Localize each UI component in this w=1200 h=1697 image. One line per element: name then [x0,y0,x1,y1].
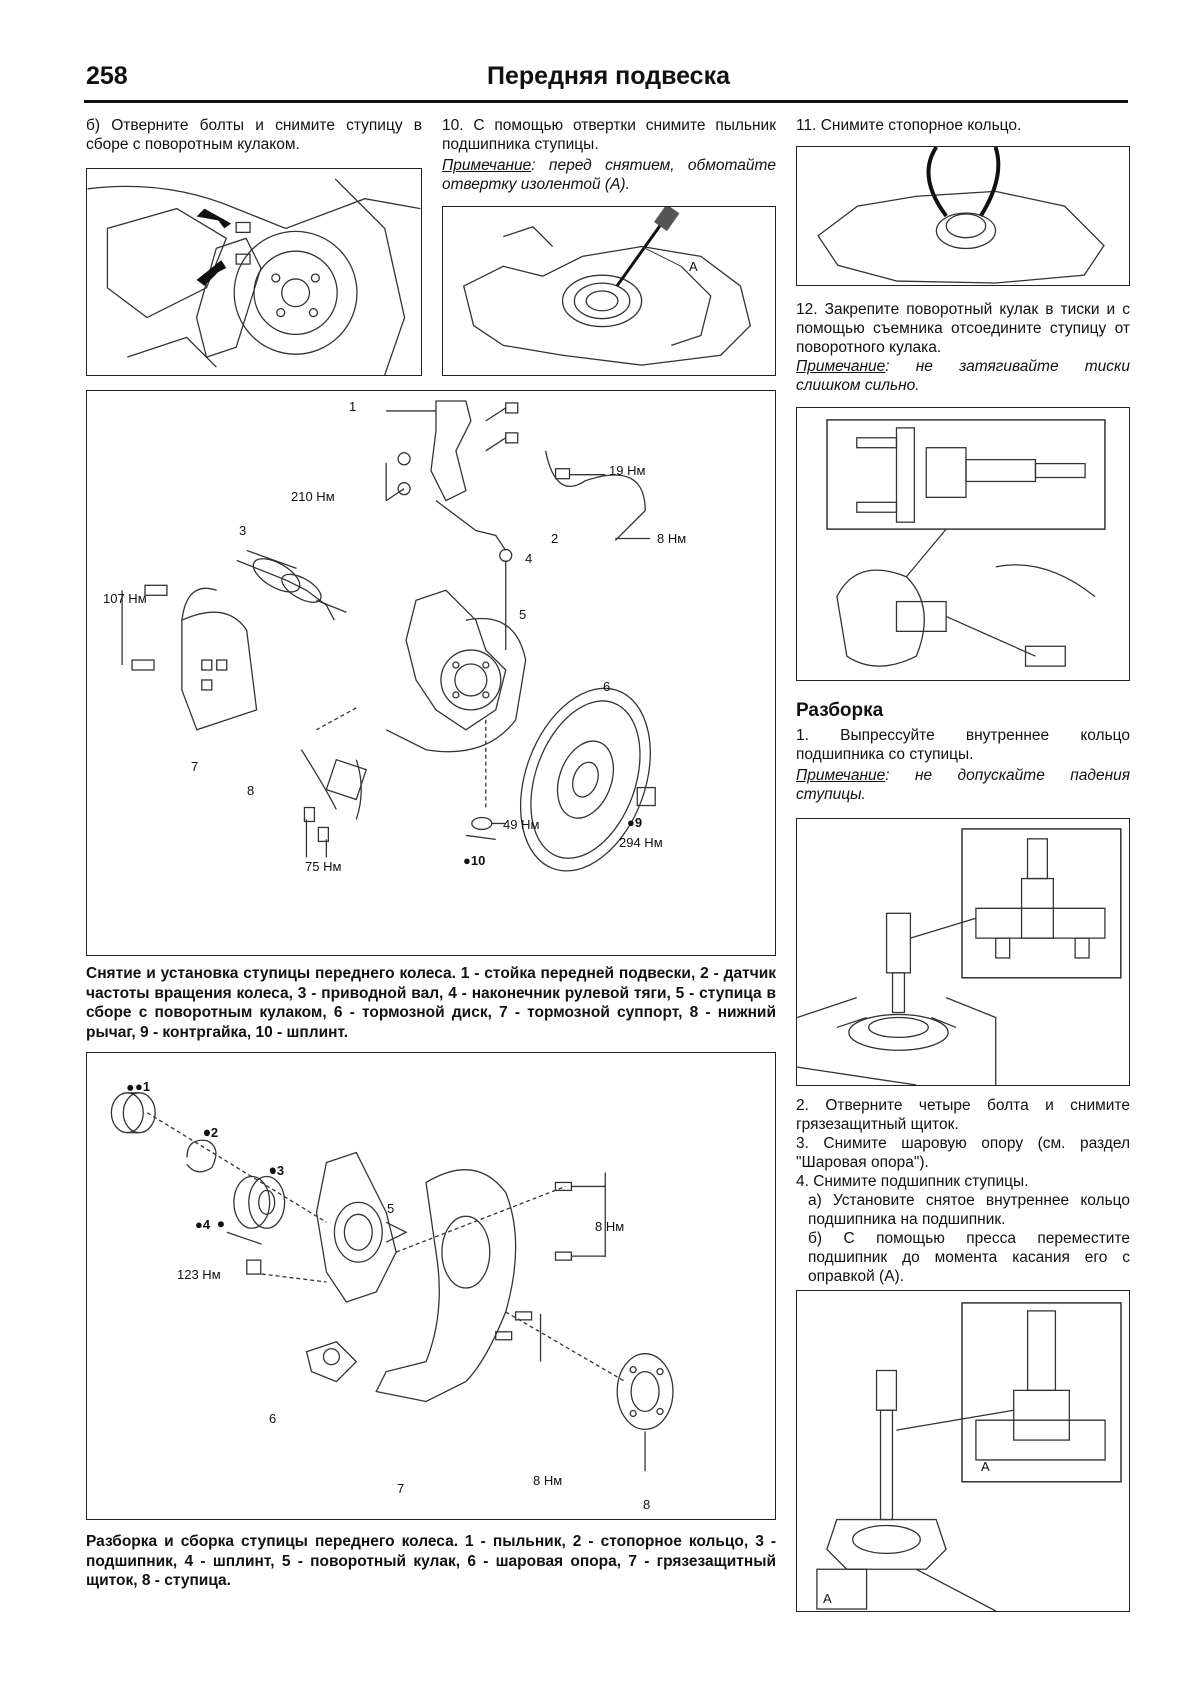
press-bearing-illustration [816,1302,1122,1611]
callout-6: 6 [603,679,611,694]
callout-5: 5 [519,607,527,622]
torque-8: 8 Нм [657,531,687,546]
callout-6: 6 [269,1411,277,1426]
figure-snap-ring [796,146,1130,286]
disassembly-step-4b: б) С помощью пресса переместите подшипни… [808,1230,1130,1285]
callout-7: 7 [191,759,199,774]
callout-8: 8 [643,1497,651,1512]
callout-9: ●9 [627,815,643,830]
hub-disassembly-exploded-view [110,1084,674,1472]
torque-75: 75 Нм [305,859,342,874]
callout-5: 5 [387,1201,395,1216]
figure-puller [796,407,1130,681]
callout-4: 4 [525,551,533,566]
callout-4: ●4 [195,1217,211,1232]
note-label: Примечание [442,157,532,174]
label-a: A [689,259,698,274]
disassembly-step-2: 2. Отверните четыре болта и снимите гряз… [796,1097,1130,1133]
torque-8-bottom: 8 Нм [533,1473,563,1488]
press-inner-ring-illustration [797,828,1122,1085]
figure-hub-bolts [86,168,422,376]
seal-removal-illustration [462,207,752,366]
hub-removal-exploded-view [121,400,656,872]
note-label: Примечание [796,767,886,784]
callout-3: ●3 [269,1163,285,1178]
diagram-2-caption: Разборка и сборка ступицы переднего коле… [86,1533,776,1589]
diagram-hub-removal: 1 210 Нм 19 Нм 2 8 Нм 3 4 107 Нм 5 6 7 8… [86,390,776,956]
torque-107: 107 Нм [103,591,147,606]
figure-seal-removal: A [442,206,776,376]
hub-bolts-illustration [87,178,421,375]
disassembly-step-4: 4. Снимите подшипник ступицы. [796,1173,1029,1190]
note-text: : перед снятием, обмотайте отвертку изол… [442,157,776,193]
torque-49: 49 Нм [503,817,540,832]
callout-3: 3 [239,523,247,538]
figure-press-inner-ring [796,818,1130,1086]
torque-19: 19 Нм [609,463,646,478]
callout-2: ●2 [203,1125,219,1140]
puller-illustration [826,419,1106,667]
disassembly-steps-2-4: 2. Отверните четыре болта и снимите гряз… [796,1096,1130,1286]
label-a-2: A [823,1591,832,1606]
disassembly-step-4a: а) Установите снятое внутреннее кольцо п… [808,1192,1130,1228]
step-10-text: 10. С помощью отвертки снимите пыльник п… [442,117,776,153]
disassembly-step-1: 1. Выпрессуйте внутреннее кольцо подшипн… [796,727,1130,763]
page-number: 258 [86,62,128,90]
step-b-text: б) Отверните болты и снимите ступицу в с… [86,117,422,153]
diagram-hub-disassembly: ●1 ●2 ●3 5 ●4 8 Нм 123 Нм 6 8 Нм 7 8 [86,1052,776,1520]
step-11-text: 11. Снимите стопорное кольцо. [796,117,1022,134]
header-rule [84,100,1128,103]
callout-8: 8 [247,783,255,798]
callout-7: 7 [397,1481,405,1496]
step-12-text: 12. Закрепите поворотный кулак в тиски и… [796,301,1130,356]
disassembly-step-1-note: Примечание: не допускайте падения ступиц… [796,766,1130,804]
disassembly-heading: Разборка [796,700,884,721]
torque-123: 123 Нм [177,1267,221,1282]
step-12-note: Примечание: не затягивайте тиски слишком… [796,357,1130,395]
diagram-1-caption: Снятие и установка ступицы переднего кол… [86,965,776,1041]
note-text: : не допускайте падения ступицы. [796,767,1130,803]
torque-294: 294 Нм [619,835,663,850]
note-text: : не затягивайте тиски слишком сильно. [796,358,1130,394]
callout-1: ●1 [135,1079,151,1094]
disassembly-step-3: 3. Снимите шаровую опору (см. раздел "Ша… [796,1135,1130,1171]
note-label: Примечание [796,358,886,375]
torque-210: 210 Нм [291,489,335,504]
callout-10: ●10 [463,853,486,868]
callout-2: 2 [551,531,559,546]
snap-ring-illustration [817,147,1105,284]
label-a-1: A [981,1459,990,1474]
torque-8-top: 8 Нм [595,1219,625,1234]
step-10-note: Примечание: перед снятием, обмотайте отв… [442,156,776,194]
section-title: Передняя подвеска [487,62,730,90]
callout-1: 1 [349,399,357,414]
figure-press-bearing: A A [796,1290,1130,1612]
